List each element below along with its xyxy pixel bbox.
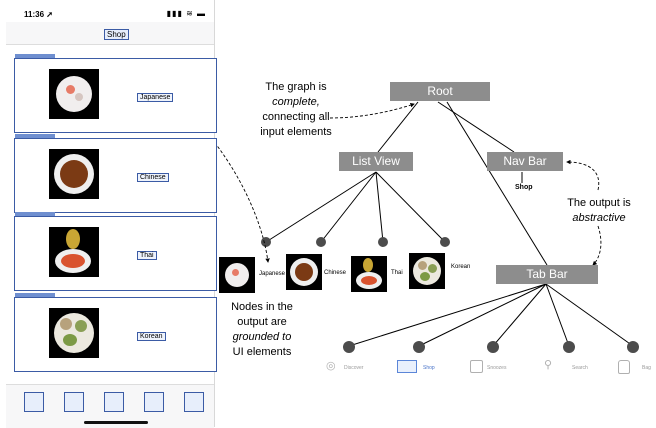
dot-japanese — [261, 237, 271, 247]
edge-tabbar-search — [545, 283, 570, 347]
node-tab-bar: Tab Bar — [496, 265, 598, 284]
leaf-label-shop-tab: Shop — [423, 365, 435, 371]
edge-tabbar-bag — [545, 283, 634, 347]
phone-tab-shop[interactable] — [64, 392, 84, 412]
home-indicator — [84, 421, 148, 424]
annotation-line: input elements — [260, 126, 332, 138]
edge-listview-thai — [375, 171, 384, 243]
leaf-label-bag: Bag — [642, 365, 651, 371]
korean-food-image — [49, 308, 99, 358]
arrow-complete — [329, 103, 415, 119]
annotation-line: The graph is — [265, 81, 327, 93]
leaf-label-search: Search — [572, 365, 588, 371]
annotation-line: complete, — [272, 96, 320, 108]
list-cell-japanese[interactable]: Japanese — [14, 54, 217, 133]
leaf-thai-image — [351, 256, 387, 292]
list-cell-thai[interactable]: Thai — [14, 212, 217, 291]
list-cell-korean[interactable]: Korean — [14, 293, 217, 372]
annotation-line: grounded to — [232, 331, 292, 343]
leaf-label-korean: Korean — [451, 264, 471, 270]
edge-listview-chinese — [320, 171, 377, 243]
cell-label-japanese: Japanese — [137, 93, 174, 102]
edge-tabbar-snoozes — [492, 283, 547, 347]
status-time: 11:36 ➚ — [24, 10, 53, 19]
edge-root-listview — [377, 101, 419, 153]
leaf-label-japanese: Japanese — [259, 271, 286, 277]
cell-tag — [15, 134, 55, 138]
edge-listview-korean — [375, 171, 446, 243]
snooze-icon — [470, 360, 483, 373]
cell-label-chinese: Chinese — [137, 173, 169, 182]
phone-screenshot: 11:36 ➚ ▮▮▮ ≋ ▬ Shop Japanese Chinese — [6, 0, 217, 428]
leaf-label-chinese: Chinese — [324, 270, 347, 276]
node-list-view: List View — [339, 152, 413, 171]
cell-tag — [15, 212, 55, 216]
edge-tabbar-shop — [418, 283, 547, 347]
edge-root-tabbar — [446, 101, 548, 266]
phone-tab-search[interactable] — [144, 392, 164, 412]
status-icons: ▮▮▮ ≋ ▬ — [166, 9, 206, 18]
annotation-line: The output is — [567, 197, 631, 209]
annotation-line: connecting all — [262, 111, 330, 123]
edge-tabbar-discover — [348, 283, 547, 347]
shop-tab-icon — [397, 360, 417, 373]
cell-label-thai: Thai — [137, 251, 157, 260]
leaf-shop-nav: Shop — [515, 184, 533, 191]
chinese-food-image — [49, 149, 99, 199]
leaf-label-thai: Thai — [391, 270, 403, 276]
node-root: Root — [390, 82, 490, 101]
dot-search — [563, 341, 575, 353]
annotation-line: output are — [237, 316, 287, 328]
leaf-label-snoozes: Snoozes — [487, 365, 507, 371]
compass-icon: ◎ — [326, 360, 336, 372]
leaf-japanese-image — [219, 257, 255, 293]
leaf-chinese-image — [286, 254, 322, 290]
dot-discover — [343, 341, 355, 353]
list-cell-chinese[interactable]: Chinese — [14, 134, 217, 213]
leaf-label-discover: Discover — [344, 365, 364, 371]
phone-tab-discover[interactable] — [24, 392, 44, 412]
node-nav-bar: Nav Bar — [487, 152, 563, 171]
arrow-abstractive-tabbar — [592, 225, 602, 266]
thai-food-image — [49, 227, 99, 277]
dot-snoozes — [487, 341, 499, 353]
dot-shop-tab — [413, 341, 425, 353]
annotation-complete: The graph is complete, connecting all in… — [250, 80, 342, 140]
arrow-abstractive-navbar — [566, 159, 600, 191]
annotation-abstractive: The output is abstractive — [557, 196, 641, 226]
annotation-line: abstractive — [572, 212, 626, 224]
annotation-line: UI elements — [232, 346, 292, 358]
bag-icon — [618, 360, 630, 374]
japanese-food-image — [49, 69, 99, 119]
cell-tag — [15, 54, 55, 58]
annotation-grounded: Nodes in the output are grounded to UI e… — [222, 300, 302, 360]
phone-tab-bag[interactable] — [184, 392, 204, 412]
dot-chinese — [316, 237, 326, 247]
edge-listview-japanese — [265, 171, 377, 243]
dot-thai — [378, 237, 388, 247]
edge-root-navbar — [437, 101, 515, 153]
cell-label-korean: Korean — [137, 332, 166, 341]
search-icon: ⚲ — [544, 359, 553, 371]
phone-tab-snoozes[interactable] — [104, 392, 124, 412]
annotation-line: Nodes in the — [231, 301, 293, 313]
dot-bag — [627, 341, 639, 353]
dot-korean — [440, 237, 450, 247]
leaf-korean-image — [409, 253, 445, 289]
phone-nav-title[interactable]: Shop — [104, 29, 129, 40]
cell-tag — [15, 293, 55, 297]
